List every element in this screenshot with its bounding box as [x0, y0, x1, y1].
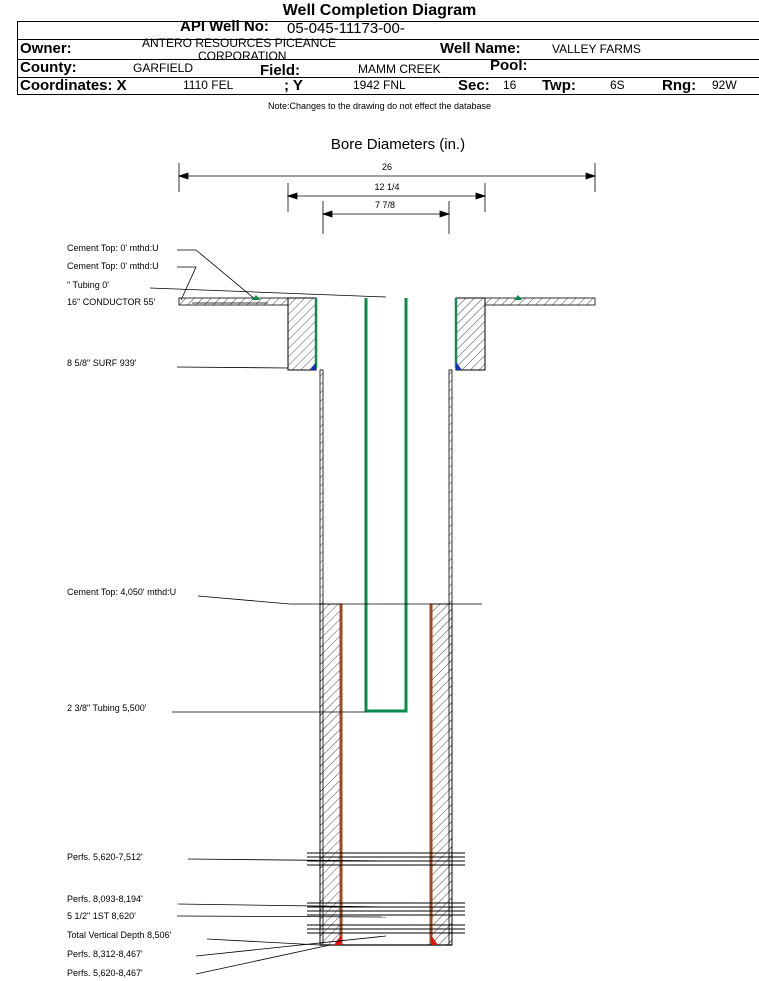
surface-cement	[287, 297, 486, 371]
y-coordinate-value: 1942 FNL	[353, 78, 406, 92]
api-label: API Well No:	[180, 18, 269, 35]
production-hole	[319, 369, 453, 946]
surface-casing	[314, 298, 458, 368]
annotation-tubing-0: " Tubing 0'	[67, 280, 109, 290]
well-name-value: VALLEY FARMS	[552, 42, 641, 56]
annotation-conductor: 16" CONDUCTOR 55'	[67, 297, 156, 307]
cement-marker-right	[514, 295, 522, 300]
annotation-perfs-5620-8467: Perfs. 5,620-8,467'	[67, 968, 143, 978]
production-shoe-right	[431, 935, 438, 945]
owner-value-line2: CORPORATION	[198, 49, 287, 63]
page-title: Well Completion Diagram	[282, 2, 477, 19]
bore-diameters-title: Bore Diameters (in.)	[331, 136, 465, 153]
well-name-label: Well Name:	[440, 40, 521, 57]
county-label: County:	[20, 59, 77, 76]
pool-label: Pool:	[490, 57, 528, 74]
conductor-casing	[178, 297, 596, 306]
database-note: Note:Changes to the drawing do not effec…	[268, 101, 491, 111]
field-value: MAMM CREEK	[358, 62, 441, 76]
annotation-surface-casing: 8 5/8" SURF 939'	[67, 358, 137, 368]
api-value: 05-045-11173-00-	[287, 20, 405, 37]
annotation-cement-top-4050: Cement Top: 4,050' mthd:U	[67, 587, 177, 597]
cement-marker-left	[252, 295, 260, 300]
surface-shoe-left	[310, 362, 316, 370]
section-value: 16	[503, 78, 517, 92]
annotation-perfs-5620-7512: Perfs. 5,620-7,512'	[67, 852, 143, 862]
range-label: Rng:	[662, 77, 697, 94]
section-label: Sec:	[458, 77, 490, 94]
tubing	[364, 298, 408, 713]
production-shoe-left	[334, 935, 341, 945]
owner-value-line1: ANTERO RESOURCES PICEANCE	[142, 36, 337, 50]
diameter-label-26: 26	[382, 162, 392, 172]
field-label: Field:	[260, 62, 300, 79]
annotation-total-vertical-depth: Total Vertical Depth 8,506'	[67, 930, 172, 940]
township-value: 6S	[610, 78, 625, 92]
y-coordinate-label: ; Y	[284, 77, 303, 94]
annotation-perfs-8093-8194: Perfs. 8,093-8,194'	[67, 894, 143, 904]
township-label: Twp:	[542, 77, 576, 94]
x-coordinate-value: 1110 FEL	[183, 78, 234, 92]
annotation-cement-top-1: Cement Top: 0' mthd:U	[67, 243, 159, 253]
range-value: 92W	[712, 78, 737, 92]
coordinates-label: Coordinates: X	[20, 77, 127, 94]
well-header-table	[17, 21, 759, 95]
annotation-production-casing: 5 1/2" 1ST 8,620'	[67, 911, 136, 921]
annotation-leaders	[149, 249, 387, 975]
annotation-cement-top-2: Cement Top: 0' mthd:U	[67, 261, 159, 271]
county-value: GARFIELD	[133, 61, 194, 75]
owner-label: Owner:	[20, 40, 72, 57]
production-casing	[339, 604, 433, 943]
diameter-label-7-7-8: 7 7/8	[375, 200, 395, 210]
surface-shoe-right	[456, 362, 462, 370]
dimension-12-1-4	[286, 183, 487, 212]
diameter-label-12-1-4: 12 1/4	[374, 182, 399, 192]
dimension-7-7-8	[321, 201, 451, 234]
dimension-26	[177, 163, 597, 192]
annotation-perfs-8312-8467: Perfs. 8,312-8,467'	[67, 949, 143, 959]
annotation-tubing-5500: 2 3/8" Tubing 5,500'	[67, 703, 147, 713]
